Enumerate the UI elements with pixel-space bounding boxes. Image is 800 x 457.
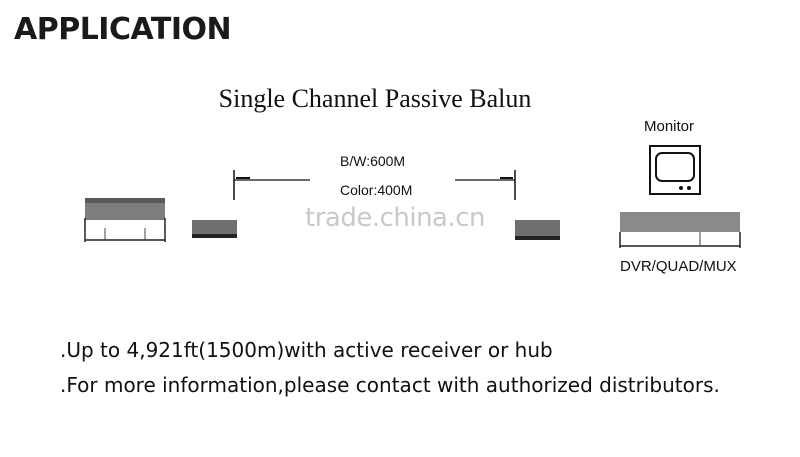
note-range: .Up to 4,921ft(1500m)with active receive… (60, 338, 553, 362)
watermark: trade.china.cn (305, 203, 486, 233)
dvr-device (619, 212, 741, 248)
monitor-label: Monitor (644, 118, 695, 135)
right-cable (455, 170, 516, 200)
left-balun (192, 220, 237, 238)
page-heading: APPLICATION (14, 12, 232, 47)
monitor-device (649, 145, 701, 195)
diagram-title: Single Channel Passive Balun (218, 84, 532, 113)
bandwidth-bw-label: B/W:600M (340, 153, 406, 169)
camera-device (84, 198, 166, 242)
left-cable (233, 170, 310, 200)
bandwidth-color-label: Color:400M (340, 182, 413, 198)
recorder-label: DVR/QUAD/MUX (620, 258, 737, 275)
note-contact: .For more information,please contact wit… (60, 373, 720, 397)
right-balun (515, 220, 560, 240)
